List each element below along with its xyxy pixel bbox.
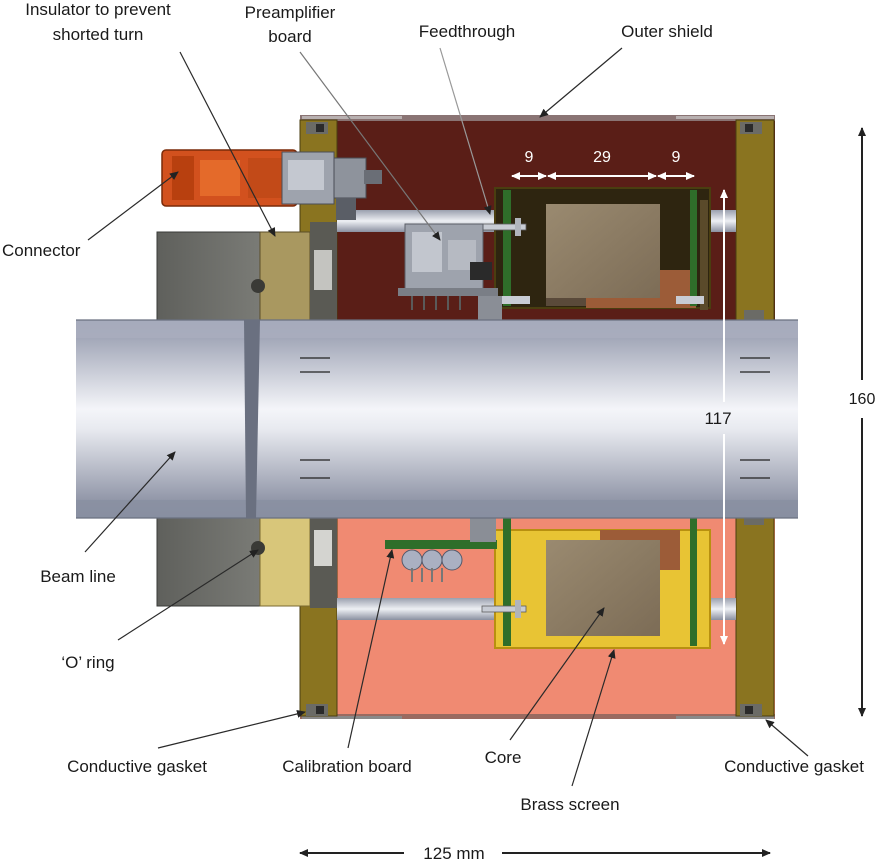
flange-lower [156, 517, 337, 608]
label-connector: Connector [2, 241, 81, 260]
label-conductive-gasket-left: Conductive gasket [67, 757, 207, 776]
dim-9-right: 9 [672, 149, 681, 166]
screen-pcbs [503, 190, 708, 646]
dim-125-mm: 125 mm [423, 844, 484, 861]
flange-upper [156, 222, 337, 321]
label-insulator-line2: shorted turn [53, 25, 144, 44]
end-plate-right [735, 119, 775, 717]
label-preamplifier-line1: Preamplifier [245, 3, 336, 22]
label-conductive-gasket-right: Conductive gasket [724, 757, 864, 776]
dim-9-left: 9 [525, 149, 534, 166]
connector [161, 149, 382, 220]
beam-pipe [76, 319, 798, 519]
label-outer-shield: Outer shield [621, 22, 713, 41]
label-brass-screen: Brass screen [520, 795, 619, 814]
conductive-gasket-pieces [306, 122, 764, 716]
label-calibration-board: Calibration board [282, 757, 411, 776]
label-preamplifier-line2: board [268, 27, 311, 46]
dim-117: 117 [704, 409, 731, 428]
label-o-ring: ‘O’ ring [61, 653, 114, 672]
label-feedthrough: Feedthrough [419, 22, 515, 41]
label-core: Core [485, 748, 522, 767]
core [546, 204, 696, 636]
leader-lines [84, 47, 809, 787]
label-insulator-line1: Insulator to prevent [25, 0, 171, 19]
label-beam-line: Beam line [40, 567, 116, 586]
dimension-arrows [299, 127, 866, 857]
calibration-board [385, 516, 497, 582]
preamplifier-board [398, 223, 502, 322]
dim-29: 29 [593, 149, 611, 166]
dim-160: 160 [849, 391, 876, 408]
